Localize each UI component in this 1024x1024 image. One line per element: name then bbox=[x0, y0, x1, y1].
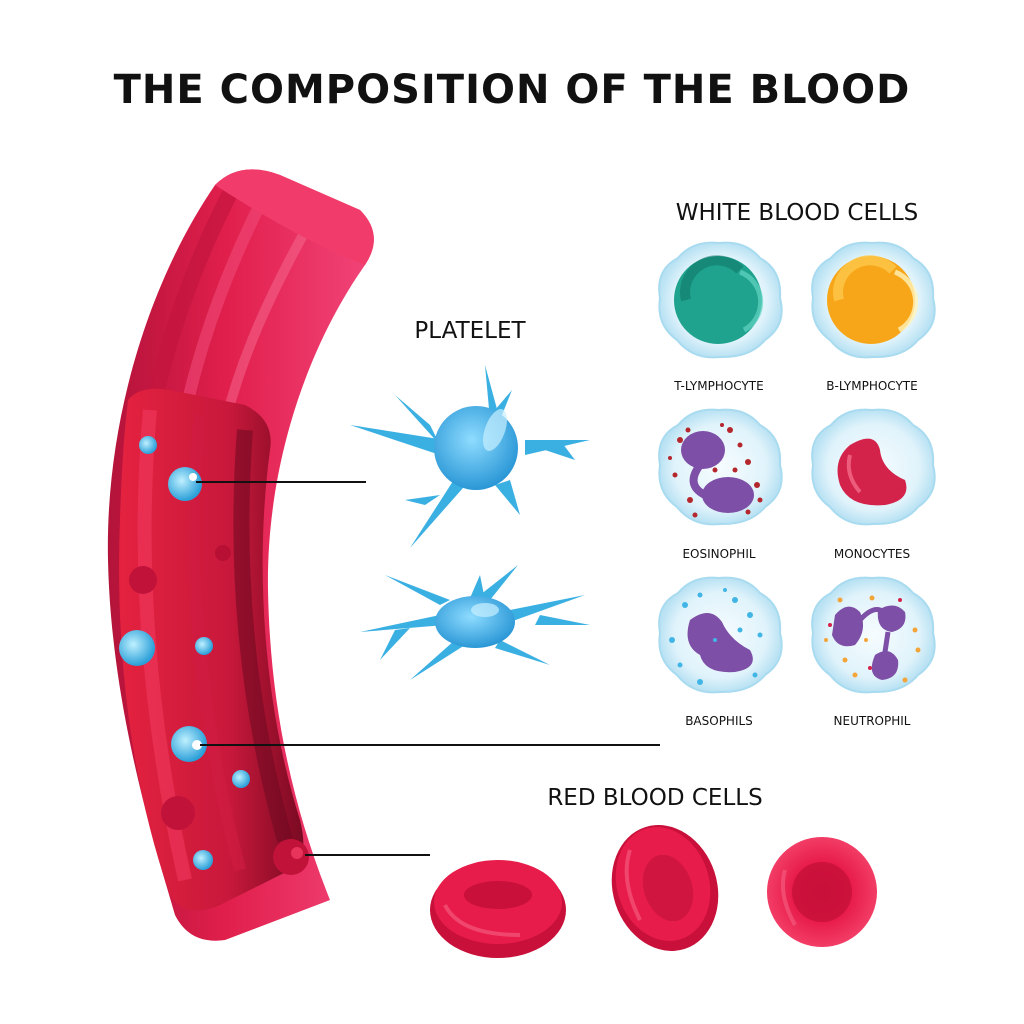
monocytes-label: MONOCYTES bbox=[834, 547, 910, 561]
t-lymphocyte-cell bbox=[658, 241, 783, 359]
b-lymphocyte-nucleus bbox=[827, 256, 915, 344]
highlight bbox=[189, 473, 197, 481]
red-blood-cells-heading: RED BLOOD CELLS bbox=[547, 785, 762, 811]
platelet-heading: PLATELET bbox=[414, 318, 526, 344]
t-lymphocyte-nucleus bbox=[674, 256, 762, 344]
plasma-particle bbox=[119, 630, 155, 666]
eosinophil-nucleus-lobe bbox=[702, 477, 754, 513]
eosinophil-nucleus-lobe bbox=[681, 431, 725, 469]
basophil-cell bbox=[658, 576, 783, 694]
b-lymphocyte-label: B-LYMPHOCYTE bbox=[826, 379, 917, 393]
platelet-2 bbox=[360, 565, 590, 680]
white-cell-particle bbox=[171, 726, 207, 762]
monocyte-cell bbox=[811, 408, 936, 526]
eosinophil-label: EOSINOPHIL bbox=[682, 547, 755, 561]
highlight bbox=[192, 740, 202, 750]
plasma-particle bbox=[195, 637, 213, 655]
eosinophil-cell bbox=[658, 408, 783, 526]
red-blood-cell-front bbox=[767, 837, 877, 947]
lumen-stripe bbox=[233, 429, 293, 843]
red-particle bbox=[215, 545, 231, 561]
neutrophil-label: NEUTROPHIL bbox=[834, 714, 911, 728]
blood-vessel bbox=[107, 169, 374, 941]
white-blood-cells-heading: WHITE BLOOD CELLS bbox=[676, 200, 919, 226]
basophils-label: BASOPHILS bbox=[685, 714, 753, 728]
t-lymphocyte-label: T-LYMPHOCYTE bbox=[673, 379, 763, 393]
platelet-1 bbox=[350, 365, 590, 548]
red-particle bbox=[129, 566, 157, 594]
b-lymphocyte-cell bbox=[811, 241, 936, 359]
plasma-particle bbox=[193, 850, 213, 870]
plasma-particle bbox=[139, 436, 157, 454]
platelet-particle bbox=[168, 467, 202, 501]
monocyte-nucleus bbox=[837, 438, 907, 506]
page-title: THE COMPOSITION OF THE BLOOD bbox=[114, 67, 911, 113]
neutrophil-nucleus bbox=[832, 605, 906, 680]
red-blood-cell-tilted bbox=[611, 825, 719, 951]
highlight bbox=[291, 847, 303, 859]
red-blood-cell-side bbox=[430, 860, 566, 958]
plasma-particle bbox=[232, 770, 250, 788]
red-particle bbox=[161, 796, 195, 830]
lumen-stripe bbox=[187, 414, 246, 872]
neutrophil-cell bbox=[811, 576, 936, 694]
red-blood-cell-particle bbox=[273, 839, 309, 875]
basophil-nucleus bbox=[687, 612, 753, 673]
vessel-opening bbox=[215, 169, 374, 265]
